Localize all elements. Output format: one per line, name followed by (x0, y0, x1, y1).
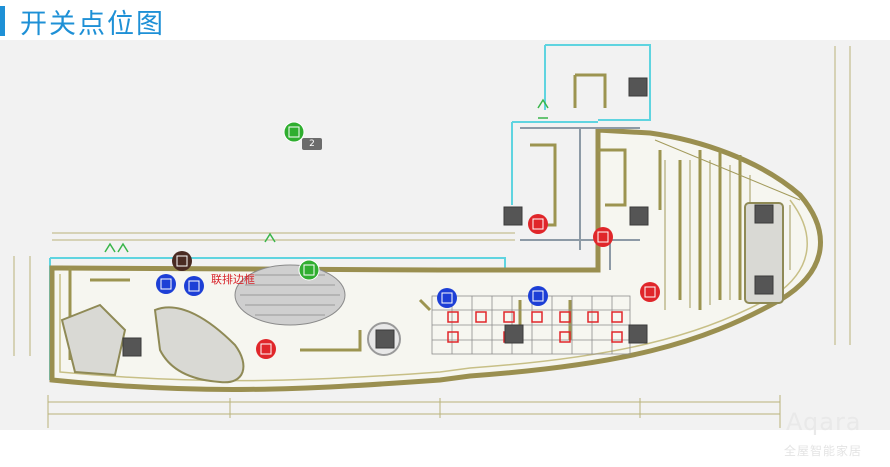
page-title: 开关点位图 (20, 9, 165, 40)
switch-count-badge: 2 (302, 138, 322, 150)
switch-marker-red-3 (640, 282, 660, 302)
brand-logo: Aqara (786, 408, 862, 436)
interior-walls (68, 73, 742, 360)
frame-callout-label: 联排边框 (211, 273, 255, 286)
title-accent-bar (0, 6, 5, 36)
switch-marker-brown (172, 251, 192, 271)
switch-marker-green-1 (283, 121, 305, 143)
switch-marker-green-2 (298, 259, 320, 281)
dimension-lines (13, 46, 851, 428)
brand-tagline: 全屋智能家居 (784, 444, 863, 458)
switch-marker-red-1 (528, 214, 548, 234)
switch-marker-blue-2 (184, 276, 204, 296)
switch-marker-red-2 (593, 227, 613, 247)
switch-marker-blue-4 (528, 286, 548, 306)
switch-marker-blue-3 (437, 288, 457, 308)
partition-lines (520, 127, 640, 270)
switch-marker-blue-1 (156, 274, 176, 294)
hatched-oval (234, 264, 346, 326)
plant-symbols (104, 98, 549, 253)
switch-marker-red-4 (256, 339, 276, 359)
device-boxes (122, 77, 774, 357)
